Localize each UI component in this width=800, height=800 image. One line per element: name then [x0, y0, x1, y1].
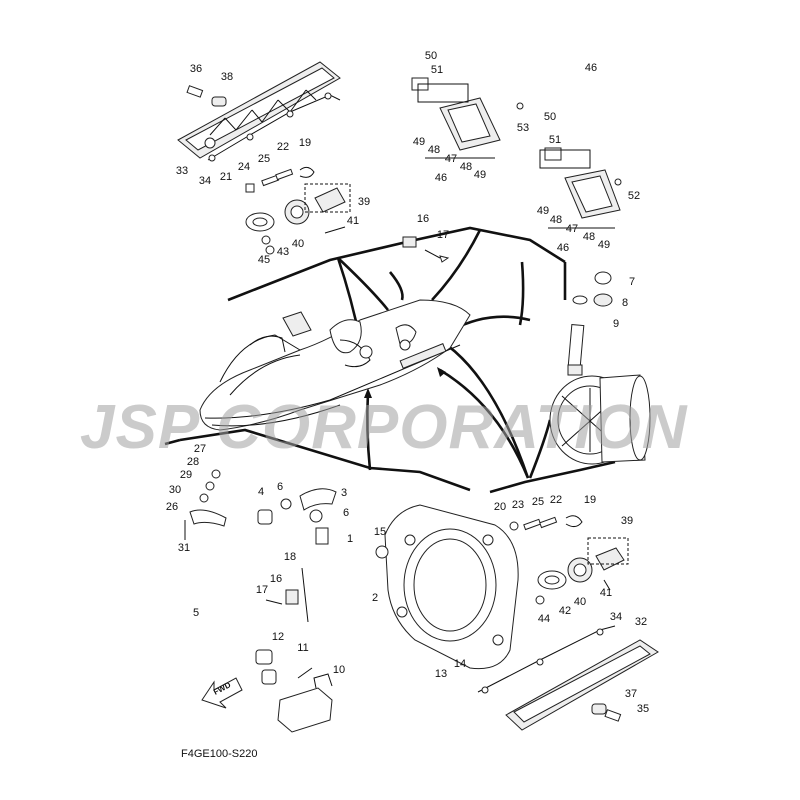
callout-c13: 13 — [435, 668, 447, 680]
callout-c46c: 46 — [557, 242, 569, 254]
callout-c8: 8 — [622, 297, 628, 309]
callout-c5: 5 — [193, 607, 199, 619]
callout-c39: 39 — [358, 196, 370, 208]
small-parts-16-17 — [402, 236, 450, 263]
callout-c52: 52 — [628, 190, 640, 202]
callout-c48b: 48 — [460, 161, 472, 173]
callout-c4: 4 — [258, 486, 264, 498]
watercraft-hull — [199, 299, 471, 431]
callout-c49a: 49 — [413, 136, 425, 148]
callout-c24: 24 — [238, 161, 250, 173]
callout-c42: 42 — [559, 605, 571, 617]
callout-c28: 28 — [187, 456, 199, 468]
callout-c32: 32 — [635, 616, 647, 628]
callout-c17b: 17 — [256, 584, 268, 596]
callout-c23: 23 — [512, 499, 524, 511]
callout-c46a: 46 — [585, 62, 597, 74]
callout-c34: 34 — [199, 175, 211, 187]
forward-arrow-icon — [201, 677, 243, 709]
callout-c30: 30 — [169, 484, 181, 496]
callout-c49d: 49 — [598, 239, 610, 251]
callout-c47b: 47 — [566, 223, 578, 235]
callout-c29: 29 — [180, 469, 192, 481]
callout-c51a: 51 — [431, 64, 443, 76]
callout-c2: 2 — [372, 592, 378, 604]
callout-c7: 7 — [629, 276, 635, 288]
callout-c49b: 49 — [474, 169, 486, 181]
callout-c48a: 48 — [428, 144, 440, 156]
bottom-right-rail — [477, 625, 659, 731]
callout-c18: 18 — [284, 551, 296, 563]
callout-c20: 20 — [494, 501, 506, 513]
callout-c3: 3 — [341, 487, 347, 499]
callout-c46b: 46 — [435, 172, 447, 184]
callout-c41b: 41 — [600, 587, 612, 599]
callout-c34b: 34 — [610, 611, 622, 623]
callout-c19: 19 — [299, 137, 311, 149]
callout-c22: 22 — [277, 141, 289, 153]
callout-c15: 15 — [374, 526, 386, 538]
jet-pump-housing — [549, 271, 651, 465]
callout-c9: 9 — [613, 318, 619, 330]
nozzle-housing-plate — [375, 504, 519, 670]
bottom-left-hose-group — [184, 469, 457, 733]
top-left-rail-assembly — [177, 61, 341, 162]
callout-c48c: 48 — [550, 214, 562, 226]
callout-c38: 38 — [221, 71, 233, 83]
callout-c17a: 17 — [437, 229, 449, 241]
callout-c43: 43 — [277, 246, 289, 258]
watermark: JSP CORPORATION — [0, 388, 800, 468]
callout-c6a: 6 — [277, 481, 283, 493]
callout-c51b: 51 — [549, 134, 561, 146]
callout-c33: 33 — [176, 165, 188, 177]
callout-c50a: 50 — [425, 50, 437, 62]
callout-c11: 11 — [297, 642, 308, 654]
callout-c49c: 49 — [537, 205, 549, 217]
callout-c41: 41 — [347, 215, 359, 227]
callout-c40b: 40 — [574, 596, 586, 608]
top-left-fitting-group — [245, 166, 351, 255]
callout-c10: 10 — [333, 664, 345, 676]
callout-c39b: 39 — [621, 515, 633, 527]
callout-c50b: 50 — [544, 111, 556, 123]
callout-c14: 14 — [454, 658, 466, 670]
callout-c48d: 48 — [583, 231, 595, 243]
callout-c45: 45 — [258, 254, 270, 266]
callout-c53: 53 — [517, 122, 529, 134]
callout-c36: 36 — [190, 63, 202, 75]
callout-c12: 12 — [272, 631, 284, 643]
callout-c19b: 19 — [584, 494, 596, 506]
callout-c21: 21 — [220, 171, 232, 183]
callout-c16b: 16 — [270, 573, 282, 585]
callout-c25b: 25 — [532, 496, 544, 508]
callout-c37: 37 — [625, 688, 637, 700]
callout-c25: 25 — [258, 153, 270, 165]
bottom-right-fitting-group — [509, 515, 629, 605]
callout-c40: 40 — [292, 238, 304, 250]
callout-c31: 31 — [178, 542, 190, 554]
callout-c47a: 47 — [445, 153, 457, 165]
callout-c1: 1 — [347, 533, 353, 545]
callout-c44: 44 — [538, 613, 550, 625]
top-right-handle-assembly — [411, 66, 630, 229]
diagram-code: F4GE100-S220 — [181, 748, 258, 760]
callout-c6b: 6 — [343, 507, 349, 519]
callout-c35: 35 — [637, 703, 649, 715]
callout-c26: 26 — [166, 501, 178, 513]
watermark-text: JSP CORPORATION — [80, 393, 688, 462]
callout-c22b: 22 — [550, 494, 562, 506]
callout-c16a: 16 — [417, 213, 429, 225]
callout-c27: 27 — [194, 443, 206, 455]
